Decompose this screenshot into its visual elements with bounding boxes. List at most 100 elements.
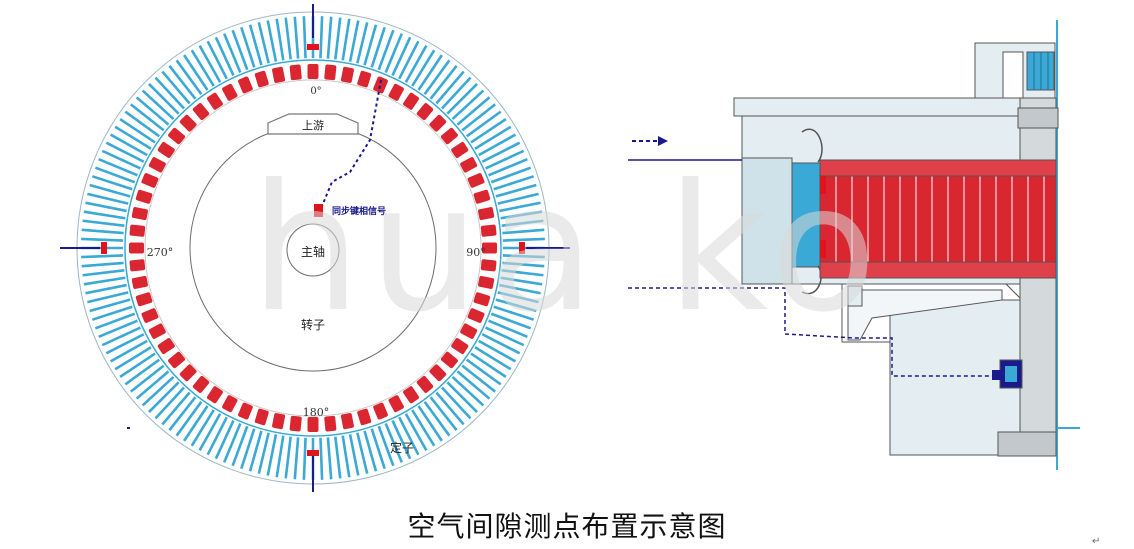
rotor-pole bbox=[129, 259, 146, 272]
rotor-pole bbox=[206, 92, 223, 110]
stator-tooth bbox=[257, 432, 270, 474]
stator-tooth bbox=[231, 29, 249, 71]
top-housing-inner bbox=[1002, 51, 1024, 99]
stator-tooth bbox=[370, 26, 386, 68]
rotor-pole bbox=[467, 308, 485, 323]
sensor-marks bbox=[101, 44, 525, 456]
stator-tooth bbox=[284, 436, 292, 479]
corner-mark: ↵ bbox=[1092, 536, 1101, 547]
rotor-pole bbox=[403, 92, 420, 110]
rotor-pole bbox=[403, 386, 420, 404]
stator-tooth bbox=[89, 298, 131, 313]
stator-inner-circle bbox=[124, 59, 502, 437]
stator-tooth bbox=[83, 276, 126, 286]
keyphase-probe bbox=[992, 359, 1023, 389]
sync-signal-line bbox=[321, 79, 382, 207]
stator-tooth bbox=[502, 254, 545, 259]
stator-tooth bbox=[206, 416, 228, 456]
rotor-pole bbox=[440, 127, 458, 145]
generator-cross-section: 上游 同步键相信号 0° 90° 180° 270° 主轴 转子 定子 bbox=[60, 4, 570, 492]
stator-tooth bbox=[481, 333, 521, 355]
stator-tooth bbox=[423, 400, 451, 437]
rotor-pole bbox=[131, 207, 148, 221]
stator-tooth bbox=[411, 409, 436, 447]
rotor-pole bbox=[254, 70, 269, 88]
stator-tooth bbox=[474, 125, 512, 150]
stator-tooth bbox=[109, 133, 148, 157]
stator-core-side bbox=[741, 157, 793, 285]
stator-tooth bbox=[248, 24, 263, 66]
upstream-arrow bbox=[267, 113, 359, 135]
stator-tooth bbox=[488, 319, 528, 338]
rotor-pole bbox=[478, 275, 495, 289]
stator-tooth bbox=[94, 166, 136, 184]
generator-side-section bbox=[628, 20, 1080, 470]
stator-tooth bbox=[363, 430, 378, 472]
stator-tooth bbox=[190, 409, 215, 447]
rotor-pole bbox=[272, 66, 286, 83]
stator-tooth bbox=[198, 44, 222, 83]
stator-tooth bbox=[341, 435, 351, 478]
stator-tooth bbox=[470, 118, 507, 144]
stator-tooth bbox=[451, 376, 485, 407]
stator-tooth bbox=[240, 428, 256, 470]
stator-tooth bbox=[398, 40, 420, 80]
bracket-post bbox=[847, 285, 863, 307]
stator-tooth bbox=[497, 291, 539, 304]
stator-tooth bbox=[501, 219, 544, 227]
rotor-pole bbox=[480, 224, 497, 237]
rotor-pole bbox=[135, 189, 153, 204]
rotor-pole bbox=[340, 413, 354, 430]
rotor-pole bbox=[451, 141, 469, 158]
stator-tooth bbox=[119, 118, 156, 144]
rotor-pole bbox=[460, 323, 478, 339]
stator-frame-top bbox=[733, 97, 1057, 117]
stator-tooth bbox=[326, 437, 333, 480]
stator-tooth bbox=[124, 110, 161, 138]
stator-tooth bbox=[500, 276, 543, 286]
stator-tooth bbox=[456, 96, 491, 126]
stator-tooth bbox=[130, 364, 165, 393]
angle-label-0: 0° bbox=[310, 86, 321, 97]
stator-tooth bbox=[161, 70, 191, 105]
stator-tooth bbox=[404, 44, 428, 83]
stator-tooth bbox=[302, 16, 307, 59]
stator-tooth bbox=[109, 339, 148, 363]
rotor-pole bbox=[307, 417, 319, 432]
stator-tooth bbox=[87, 291, 129, 304]
rotor-pole bbox=[148, 157, 166, 173]
rotor-pole bbox=[289, 415, 302, 432]
stator-tooth bbox=[417, 54, 443, 91]
stator-tooth bbox=[417, 405, 443, 442]
rotor-pole bbox=[192, 375, 210, 393]
stator-tooth bbox=[488, 158, 528, 177]
stator-tooth bbox=[356, 432, 369, 474]
stator-tooth bbox=[451, 89, 485, 120]
stator-tooth bbox=[348, 20, 360, 62]
stator-tooth bbox=[168, 65, 197, 100]
stator-tooth bbox=[493, 305, 535, 321]
stator-tooth bbox=[91, 305, 133, 321]
stator-tooth bbox=[130, 103, 165, 132]
angle-label-90: 90° bbox=[466, 246, 486, 259]
stator-tooth bbox=[98, 158, 138, 177]
gap-sensor-bottom bbox=[820, 240, 826, 258]
stator-tooth bbox=[81, 237, 124, 242]
stator-tooth bbox=[465, 110, 502, 138]
stator-tooth bbox=[81, 261, 124, 268]
rotor-pole bbox=[168, 127, 186, 145]
rotor-pole bbox=[473, 189, 491, 204]
stator-tooth bbox=[98, 319, 138, 338]
stator-tooth bbox=[391, 36, 412, 76]
stator-tooth bbox=[223, 423, 242, 463]
rotor-pole bbox=[340, 66, 354, 83]
stator-tooth bbox=[114, 125, 152, 150]
rotor-pole bbox=[222, 395, 238, 413]
stator-tooth bbox=[101, 149, 141, 170]
stator-tooth bbox=[502, 237, 545, 242]
rotor-pole bbox=[179, 364, 197, 382]
stator-tooth bbox=[384, 33, 403, 73]
stator-tooth bbox=[161, 391, 191, 426]
stator-tooth bbox=[481, 141, 521, 163]
stator-tooth bbox=[85, 283, 127, 295]
